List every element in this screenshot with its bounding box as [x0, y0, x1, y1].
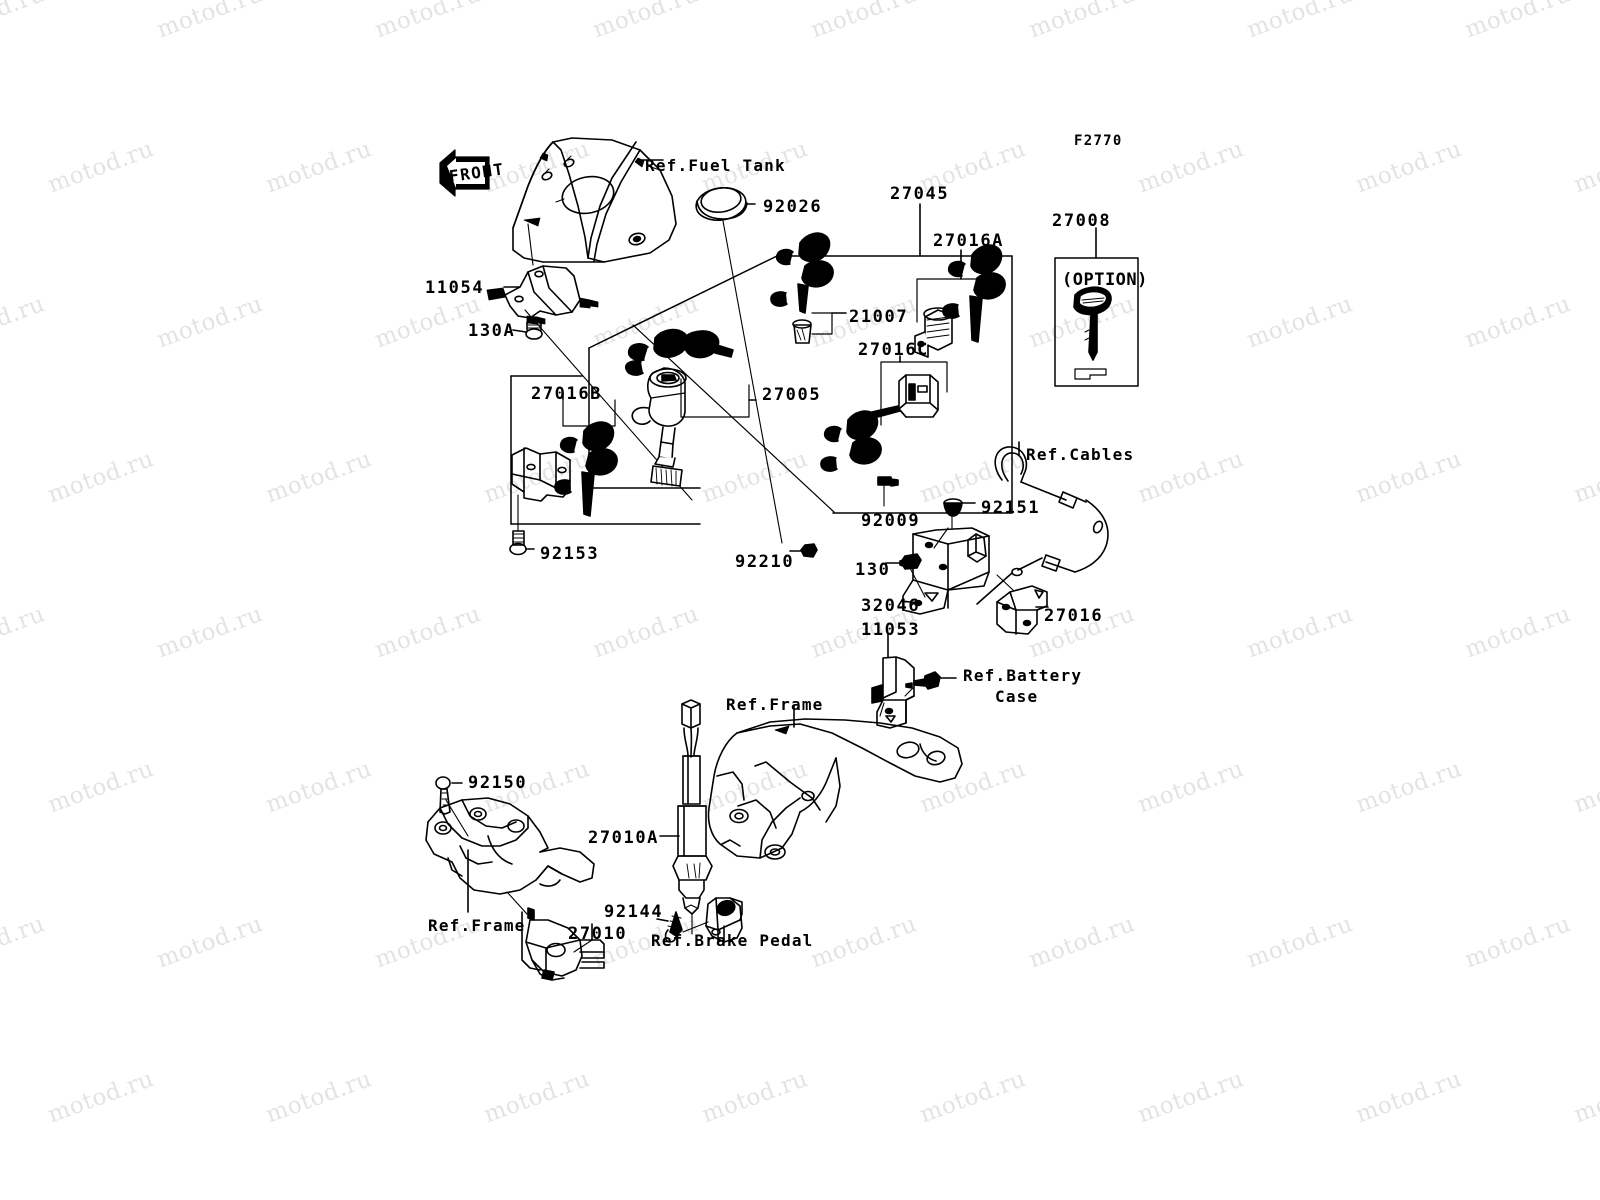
- bracket-27016A: [916, 278, 980, 323]
- leader-32046: [901, 600, 919, 604]
- part-number-27005: 27005: [762, 385, 822, 405]
- part-number-27008: 27008: [1052, 211, 1112, 231]
- part-number-92151: 92151: [981, 498, 1041, 518]
- bolt-battery-case: [905, 671, 941, 690]
- screw-92009: [877, 476, 899, 487]
- oring-92026: [695, 186, 748, 222]
- leader-frame-11053: [879, 702, 885, 717]
- bracket-21007: [811, 312, 833, 335]
- leader-92144: [656, 918, 669, 922]
- option-key-icon: [1073, 286, 1112, 380]
- key-27005: [624, 328, 734, 376]
- clip-130: [899, 553, 922, 570]
- bracket-27016C: [880, 361, 948, 426]
- lock-27010: [521, 907, 605, 981]
- clip-92210: [800, 543, 818, 558]
- part-number-21007: 21007: [849, 307, 909, 327]
- cable-assembly: [976, 446, 1109, 605]
- part-number-130a: 130A: [468, 321, 516, 341]
- leader-130-diag: [909, 567, 926, 598]
- leader-130A: [512, 329, 527, 333]
- leader-92151-line: [933, 527, 949, 549]
- part-number-27016c: 27016C: [858, 340, 930, 360]
- bracket-11053: [871, 656, 915, 729]
- key-27016A: [942, 244, 1006, 343]
- part-number-27016: 27016: [1044, 606, 1104, 626]
- reference-label-ref-battery-case: Ref.Battery: [963, 666, 1083, 685]
- frame-main: [707, 718, 963, 860]
- reference-label-ref-frame-lower: Ref.Frame: [428, 916, 526, 935]
- part-number-92144: 92144: [604, 902, 664, 922]
- bracket-32046: [902, 527, 990, 615]
- spring-92144: [664, 911, 683, 943]
- leader-battery-diag: [904, 687, 914, 697]
- part-number-27016b: 27016B: [531, 384, 603, 404]
- leader-92150-line: [445, 799, 469, 837]
- leader-27010: [573, 939, 593, 953]
- part-number-92150: 92150: [468, 773, 528, 793]
- part-number-11054: 11054: [425, 278, 485, 298]
- part-number-130: 130: [855, 560, 891, 580]
- key-21007: [770, 232, 834, 314]
- part-number-27045: 27045: [890, 184, 950, 204]
- bracket-27005: [680, 378, 750, 418]
- frame-arrow: [774, 725, 790, 735]
- reference-label-ref-battery-case2: Case: [995, 687, 1039, 706]
- bracket-11054: [486, 265, 599, 325]
- reference-label-ref-brake-pedal: Ref.Brake Pedal: [651, 931, 814, 950]
- part-number-27016a: 27016A: [933, 231, 1005, 251]
- key-27016B: [554, 421, 618, 517]
- bolt-92153: [509, 494, 527, 556]
- leader-27016-up: [996, 574, 1014, 591]
- reference-label-ref-cables: Ref.Cables: [1026, 445, 1135, 464]
- part-number-92153: 92153: [540, 544, 600, 564]
- front-arrow-icon: FRONT: [439, 149, 506, 197]
- part-number-92026: 92026: [763, 197, 823, 217]
- sheet-code: F2770: [1074, 133, 1123, 149]
- fuel-cap-lock-27016C: [898, 374, 939, 418]
- ignition-switch-27005: [631, 367, 687, 487]
- part-number-32046: 32046: [861, 596, 921, 616]
- group-box-27016B: [510, 375, 701, 525]
- fuel-tank-part: [512, 137, 677, 263]
- part-number-27010: 27010: [568, 924, 628, 944]
- part-number-27010a: 27010A: [588, 828, 660, 848]
- brake-pedal-ref: [705, 897, 743, 943]
- switch-27010A: [672, 699, 713, 915]
- bolt-92150: [435, 776, 451, 815]
- leader-bracket-to-tank: [527, 223, 534, 266]
- key-27016C: [820, 405, 901, 472]
- reference-label-ref-frame-upper: Ref.Frame: [726, 695, 824, 714]
- leader-92144-right: [682, 921, 709, 933]
- cap-21007: [792, 319, 812, 344]
- part-number-92009: 92009: [861, 511, 921, 531]
- bracket-27016: [996, 585, 1048, 635]
- leader-92026-long: [722, 220, 783, 544]
- frame-lower-ref: [425, 797, 595, 895]
- option-label: (OPTION): [1062, 270, 1148, 290]
- reference-label-ref-fuel-tank: Ref.Fuel Tank: [645, 156, 786, 175]
- leader-27010-up: [506, 891, 528, 915]
- screw-92151: [943, 498, 963, 529]
- part-number-92210: 92210: [735, 552, 795, 572]
- part-number-11053: 11053: [861, 620, 921, 640]
- bolt-130A: [525, 321, 543, 340]
